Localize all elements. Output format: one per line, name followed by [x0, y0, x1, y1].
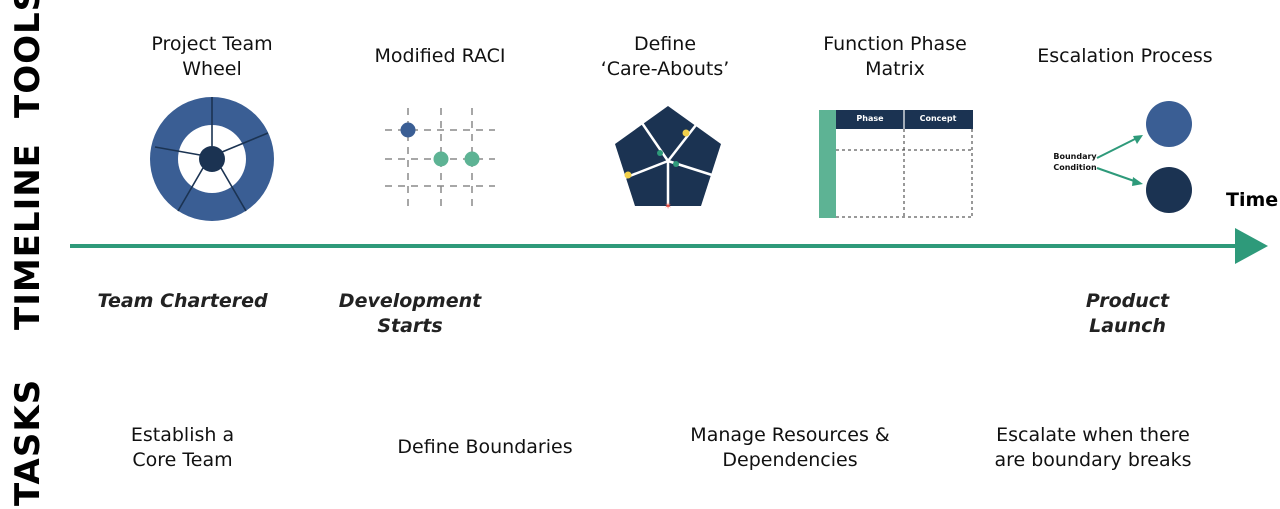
milestone-product-launch: Product Launch	[1085, 290, 1170, 337]
task-establish-core-team: Establish a Core Team	[130, 424, 235, 471]
tool-title-phase-matrix: Function Phase Matrix	[823, 33, 967, 80]
milestone-development-starts: Development Starts	[338, 290, 482, 337]
matrix-col-concept: Concept	[919, 114, 957, 123]
task-escalate: Escalate when there are boundary breaks	[994, 424, 1192, 471]
tools-side-label: TOOLS	[8, 0, 48, 118]
escalation-icon	[1096, 101, 1192, 213]
milestone-team-chartered: Team Chartered	[97, 290, 268, 312]
task-define-boundaries: Define Boundaries	[397, 436, 573, 458]
task-manage-resources: Manage Resources & Dependencies	[690, 424, 890, 471]
pentagon-icon: ✶	[615, 106, 721, 211]
team-wheel-icon	[150, 97, 274, 221]
matrix-col-phase: Phase	[856, 114, 884, 123]
boundary-condition-label: Boundary Condition	[1040, 151, 1110, 173]
tool-title-escalation: Escalation Process	[1037, 45, 1213, 67]
timeline-arrowhead	[1235, 228, 1268, 264]
timeline-arrow	[70, 228, 1268, 264]
timeline-side-label: TIMELINE	[8, 143, 48, 330]
matrix-side-bar	[819, 110, 836, 218]
tool-title-raci: Modified RACI	[374, 45, 506, 67]
svg-text:✶: ✶	[664, 202, 672, 211]
boundary-line2: Condition	[1053, 163, 1097, 172]
tool-title-care-abouts: Define ‘Care-Abouts’	[600, 33, 730, 80]
tool-title-team-wheel: Project Team Wheel	[151, 33, 273, 80]
tasks-side-label: TASKS	[8, 378, 48, 506]
phase-matrix-icon: Phase Concept	[819, 110, 973, 218]
time-label: Time	[1226, 189, 1279, 211]
boundary-line1: Boundary	[1053, 152, 1097, 161]
raci-grid-icon	[385, 108, 495, 210]
